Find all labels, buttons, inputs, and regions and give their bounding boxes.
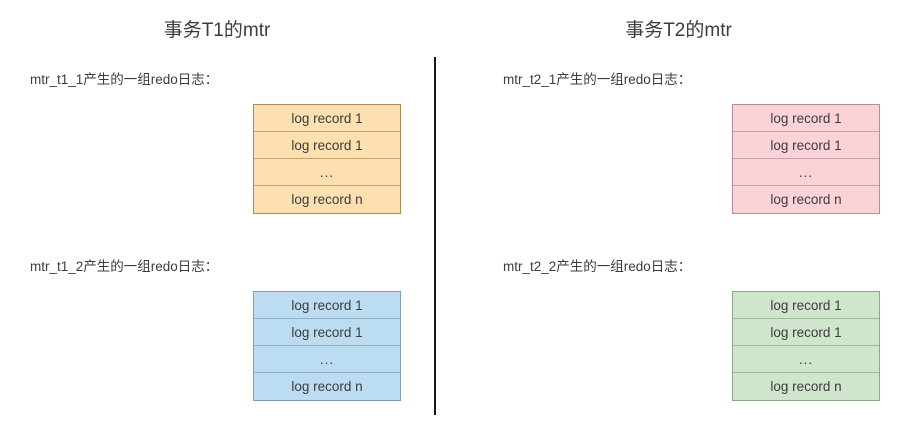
vertical-divider [434, 57, 436, 415]
record-stack-mtr-t1-1: log record 1 log record 1 ... log record… [253, 104, 401, 214]
caption-mtr-t2-2: mtr_t2_2产生的一组redo日志： [503, 259, 692, 274]
log-record-row: ... [733, 346, 879, 373]
log-record-row: ... [254, 159, 400, 186]
log-record-row: log record 1 [254, 292, 400, 319]
column-title-t2: 事务T2的mtr [625, 20, 732, 41]
log-record-row: log record 1 [254, 105, 400, 132]
log-record-row: log record 1 [733, 132, 879, 159]
log-record-row: log record n [770, 379, 842, 394]
log-record-row: log record 1 [254, 319, 400, 346]
log-record-row: log record 1 [733, 292, 879, 319]
caption-mtr-t2-1: mtr_t2_1产生的一组redo日志： [503, 72, 692, 87]
log-record-row: log record 1 [733, 319, 879, 346]
log-record-row: log record 1 [733, 105, 879, 132]
record-stack-mtr-t2-2: log record 1 log record 1 ... log record… [732, 291, 880, 401]
column-title-t1: 事务T1的mtr [163, 20, 271, 41]
caption-mtr-t1-2: mtr_t1_2产生的一组redo日志： [30, 259, 219, 274]
record-stack-mtr-t1-2: log record 1 log record 1 ... log record… [253, 291, 401, 401]
log-record-row: ... [254, 346, 400, 373]
record-stack-mtr-t2-1: log record 1 log record 1 ... log record… [732, 104, 880, 214]
log-record-row: log record 1 [254, 132, 400, 159]
log-record-row: log record n [291, 192, 363, 207]
log-record-row: log record n [291, 379, 363, 394]
log-record-row: ... [733, 159, 879, 186]
caption-mtr-t1-1: mtr_t1_1产生的一组redo日志： [30, 72, 219, 87]
log-record-row: log record n [770, 192, 842, 207]
